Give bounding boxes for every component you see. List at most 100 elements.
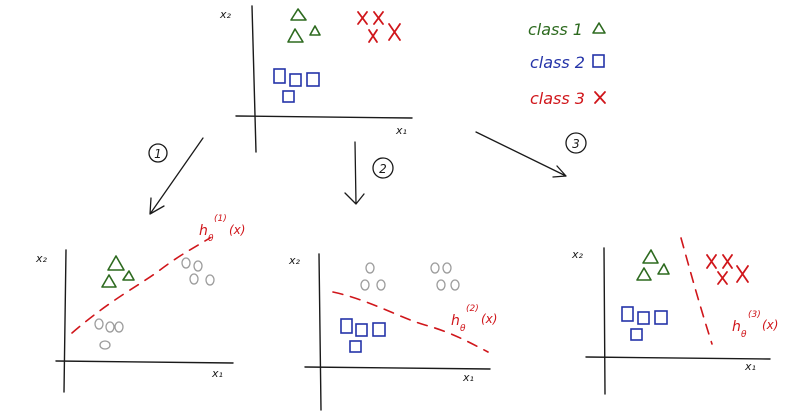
rest-marker [193, 260, 203, 272]
panel2-y-axis [318, 253, 322, 411]
triangle-marker [287, 28, 304, 43]
legend-triangle-icon [592, 22, 606, 34]
rest-marker [450, 279, 460, 291]
h3-sup: (3) [748, 310, 761, 320]
panel1-y-axis [63, 249, 67, 393]
h2-base: h [451, 313, 460, 329]
panel3-x-axis-label: x₁ [744, 360, 756, 373]
panel1-x-axis-label: x₁ [211, 367, 223, 380]
top-class2-squares [273, 68, 320, 103]
rest-marker [436, 279, 446, 291]
rest-marker [376, 279, 386, 291]
cross-marker [368, 29, 378, 43]
h2-sub: θ [460, 324, 466, 334]
panel3-hypothesis-label: h θ (3) (x) [732, 310, 778, 340]
h1-sup: (1) [214, 214, 227, 224]
panel1-rest-circles [94, 257, 215, 350]
step-2-number: 2 [379, 162, 387, 176]
panel-2: x₂ x₁ h θ (2) (x) [288, 253, 497, 411]
square-marker [621, 306, 634, 322]
panel3-x-axis [585, 356, 771, 360]
top-class1-triangles [287, 8, 321, 43]
panel2-x-axis-label: x₁ [462, 371, 474, 384]
legend: class 1 class 2 class 3 [528, 20, 606, 108]
panel2-rest-circles [360, 262, 460, 291]
legend-cross-icon [594, 91, 606, 104]
square-marker [355, 323, 368, 337]
h2-arg: (x) [481, 312, 497, 326]
step-arrows: 1 2 3 [148, 131, 587, 215]
rest-marker [114, 321, 124, 333]
panel3-y-axis-label: x₂ [571, 248, 584, 261]
panel3-decision-boundary [680, 237, 713, 345]
cross-marker [736, 265, 749, 283]
panel-3: x₂ x₁ h θ (3) (x) [571, 237, 778, 395]
legend-square-icon [592, 54, 605, 68]
panel3-class2-squares [621, 306, 668, 341]
top-y-axis [251, 5, 257, 153]
h3-sub: θ [741, 330, 747, 340]
rest-marker [99, 340, 111, 350]
panel1-class1-triangles [101, 255, 135, 288]
arrow-step-1 [149, 137, 204, 215]
square-marker [637, 311, 650, 325]
step-1-circle [148, 143, 168, 163]
panel3-class3-crosses [706, 254, 749, 285]
cross-marker [357, 11, 368, 25]
h2-sup: (2) [466, 304, 479, 314]
cross-marker [717, 271, 728, 285]
triangle-marker [657, 263, 670, 275]
arrow-step-3 [475, 131, 567, 178]
rest-marker [360, 279, 370, 291]
panel1-hypothesis-label: h θ (1) (x) [199, 214, 245, 244]
cross-marker [706, 254, 717, 269]
square-marker [654, 310, 668, 325]
h1-arg: (x) [229, 223, 245, 237]
cross-marker [722, 254, 733, 269]
step-3-number: 3 [572, 137, 580, 151]
triangle-marker [122, 270, 135, 281]
legend-class3-label: class 3 [530, 89, 585, 108]
step-1-number: 1 [154, 147, 162, 161]
rest-marker [365, 262, 375, 274]
legend-class2-label: class 2 [530, 53, 585, 72]
rest-marker [105, 321, 115, 333]
cross-marker [373, 11, 384, 25]
panel1-y-axis-label: x₂ [35, 252, 48, 265]
triangle-marker [642, 249, 659, 264]
arrow-step-2 [344, 141, 365, 205]
rest-marker [189, 273, 199, 285]
panel1-decision-boundary [71, 237, 211, 334]
top-x-axis [235, 115, 413, 119]
top-y-axis-label: x₂ [219, 8, 232, 21]
h3-arg: (x) [762, 318, 778, 332]
rest-marker [430, 262, 440, 274]
rest-marker [205, 274, 215, 286]
square-marker [349, 340, 362, 353]
panel2-class2-squares [340, 318, 386, 353]
h1-base: h [199, 223, 208, 239]
top-panel: x₂ x₁ [219, 5, 413, 153]
cross-marker [388, 23, 401, 41]
triangle-marker [309, 25, 321, 36]
square-marker [372, 322, 386, 337]
panel2-x-axis [304, 366, 491, 370]
panel2-hypothesis-label: h θ (2) (x) [451, 304, 497, 334]
triangle-marker [101, 274, 117, 288]
triangle-marker [636, 267, 652, 281]
panel2-y-axis-label: x₂ [288, 254, 301, 267]
h1-sub: θ [208, 234, 214, 244]
panel-1: x₂ x₁ h θ (1) (x) [35, 214, 245, 393]
square-marker [273, 68, 286, 84]
h3-base: h [732, 319, 741, 335]
square-marker [630, 328, 643, 341]
square-marker [340, 318, 353, 334]
panel1-x-axis [55, 360, 234, 364]
rest-marker [181, 257, 191, 269]
panel3-y-axis [603, 247, 606, 395]
triangle-marker [107, 255, 125, 271]
legend-class1-label: class 1 [528, 20, 583, 39]
square-marker [306, 72, 320, 87]
top-class3-crosses [357, 11, 401, 43]
